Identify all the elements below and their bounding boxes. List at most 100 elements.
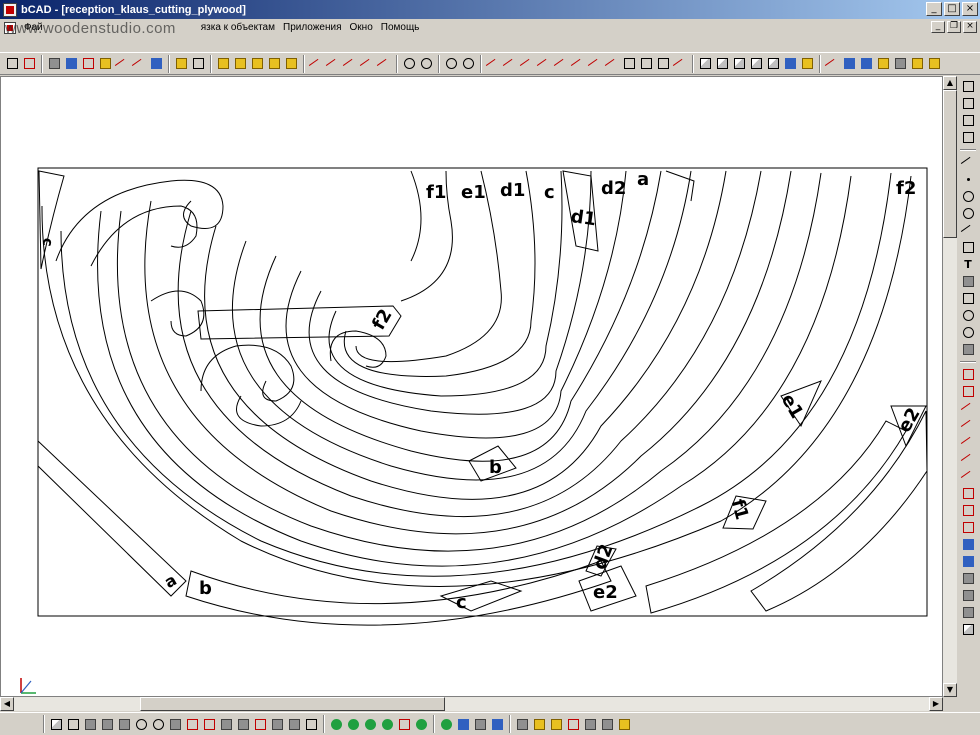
menu-window[interactable]: Окно xyxy=(349,22,373,33)
tb-snap-2[interactable] xyxy=(190,55,207,72)
scroll-right-button[interactable]: ▶ xyxy=(929,697,943,711)
tb-curve-1[interactable] xyxy=(485,55,502,74)
tb-curve-11[interactable] xyxy=(655,55,672,72)
tb-circle-2[interactable] xyxy=(460,55,477,72)
drawing-canvas[interactable]: f1 e1 d1 c d1 d2 a f2 c f2 b e1 e2 f1 d2… xyxy=(0,76,943,697)
btb-28[interactable] xyxy=(531,716,547,732)
menu-applications[interactable]: Приложения xyxy=(283,22,342,33)
tb-image[interactable] xyxy=(148,55,165,72)
rtb-edit-10[interactable] xyxy=(960,519,977,535)
menu-snap[interactable]: язка к объектам xyxy=(200,22,275,33)
btb-24[interactable] xyxy=(455,716,471,732)
btb-30[interactable] xyxy=(565,716,581,732)
rtb-ellipse[interactable] xyxy=(960,324,977,340)
btb-10[interactable] xyxy=(201,716,217,732)
rtb-edit-14[interactable] xyxy=(960,587,977,603)
rtb-edit-1[interactable] xyxy=(960,366,977,382)
rtb-4[interactable] xyxy=(960,129,977,145)
scroll-left-button[interactable]: ◀ xyxy=(0,697,14,711)
btb-13[interactable] xyxy=(252,716,268,732)
rtb-arc[interactable] xyxy=(960,205,977,221)
btb-25[interactable] xyxy=(472,716,488,732)
vertical-scrollbar[interactable]: ▲ ▼ xyxy=(943,76,957,697)
rtb-point[interactable] xyxy=(960,171,977,187)
btb-cone[interactable] xyxy=(65,716,81,732)
tb-misc-6[interactable] xyxy=(909,55,926,72)
btb-33[interactable] xyxy=(616,716,632,732)
tb-draw-1[interactable] xyxy=(308,55,325,74)
btb-21[interactable] xyxy=(396,716,412,732)
rtb-edit-8[interactable] xyxy=(960,485,977,501)
tb-misc-3[interactable] xyxy=(858,55,875,72)
btb-11[interactable] xyxy=(218,716,234,732)
btb-5[interactable] xyxy=(116,716,132,732)
tb-view-1[interactable] xyxy=(697,55,714,72)
rtb-3[interactable] xyxy=(960,112,977,128)
rtb-edit-5[interactable] xyxy=(960,434,977,453)
tb-select[interactable] xyxy=(4,55,21,72)
tb-misc-2[interactable] xyxy=(841,55,858,72)
doc-minimize-button[interactable]: _ xyxy=(931,21,945,33)
btb-8[interactable] xyxy=(167,716,183,732)
minimize-button[interactable]: _ xyxy=(926,2,942,16)
doc-close-button[interactable]: × xyxy=(963,21,977,33)
tb-curve-3[interactable] xyxy=(519,55,536,74)
tb-misc-7[interactable] xyxy=(926,55,943,72)
tb-draw-3[interactable] xyxy=(342,55,359,74)
rtb-line[interactable] xyxy=(960,154,977,173)
tb-circle-1[interactable] xyxy=(443,55,460,72)
rtb-edit-7[interactable] xyxy=(960,468,977,487)
btb-18[interactable] xyxy=(345,716,361,732)
doc-restore-button[interactable]: ❐ xyxy=(947,21,961,33)
btb-sphere[interactable] xyxy=(133,716,149,732)
rtb-edit-4[interactable] xyxy=(960,417,977,436)
btb-15[interactable] xyxy=(286,716,302,732)
menu-file[interactable]: Фай xyxy=(24,22,43,33)
btb-32[interactable] xyxy=(599,716,615,732)
tb-obj-4[interactable] xyxy=(266,55,283,72)
rtb-edit-12[interactable] xyxy=(960,553,977,569)
tb-misc-1[interactable] xyxy=(824,55,841,74)
rtb-hand[interactable] xyxy=(960,341,977,357)
rtb-edit-13[interactable] xyxy=(960,570,977,586)
rtb-spline[interactable] xyxy=(960,222,977,241)
rtb-edit-6[interactable] xyxy=(960,451,977,470)
tb-curve-8[interactable] xyxy=(604,55,621,74)
tb-view-2[interactable] xyxy=(714,55,731,72)
btb-16[interactable] xyxy=(303,716,319,732)
tb-tool-2[interactable] xyxy=(63,55,80,72)
btb-19[interactable] xyxy=(362,716,378,732)
rtb-2[interactable] xyxy=(960,95,977,111)
rtb-polygon[interactable] xyxy=(960,307,977,323)
rtb-fill[interactable] xyxy=(960,290,977,306)
bcad-app-icon[interactable] xyxy=(3,2,17,17)
tb-snap-1[interactable] xyxy=(173,55,190,72)
btb-27[interactable] xyxy=(514,716,530,732)
btb-3[interactable] xyxy=(82,716,98,732)
close-button[interactable]: × xyxy=(962,2,978,16)
tb-obj-1[interactable] xyxy=(215,55,232,72)
tb-obj-2[interactable] xyxy=(232,55,249,72)
tb-misc-4[interactable] xyxy=(875,55,892,72)
rtb-edit-9[interactable] xyxy=(960,502,977,518)
btb-4[interactable] xyxy=(99,716,115,732)
tb-tool-1[interactable] xyxy=(46,55,63,72)
tb-obj-5[interactable] xyxy=(283,55,300,72)
tb-arc-1[interactable] xyxy=(401,55,418,72)
rtb-edit-3[interactable] xyxy=(960,400,977,419)
btb-31[interactable] xyxy=(582,716,598,732)
document-icon[interactable] xyxy=(4,21,16,34)
tb-curve-6[interactable] xyxy=(570,55,587,74)
btb-box[interactable] xyxy=(48,716,64,732)
rtb-rect[interactable] xyxy=(960,239,977,255)
tb-brush[interactable] xyxy=(131,55,148,74)
tb-curve-9[interactable] xyxy=(621,55,638,72)
tb-draw-4[interactable] xyxy=(359,55,376,74)
tb-tool-4[interactable] xyxy=(97,55,114,72)
tb-curve-7[interactable] xyxy=(587,55,604,74)
menu-help[interactable]: Помощь xyxy=(380,22,420,33)
tb-curve-5[interactable] xyxy=(553,55,570,74)
tb-tool-3[interactable] xyxy=(80,55,97,72)
tb-view-5[interactable] xyxy=(765,55,782,72)
btb-14[interactable] xyxy=(269,716,285,732)
